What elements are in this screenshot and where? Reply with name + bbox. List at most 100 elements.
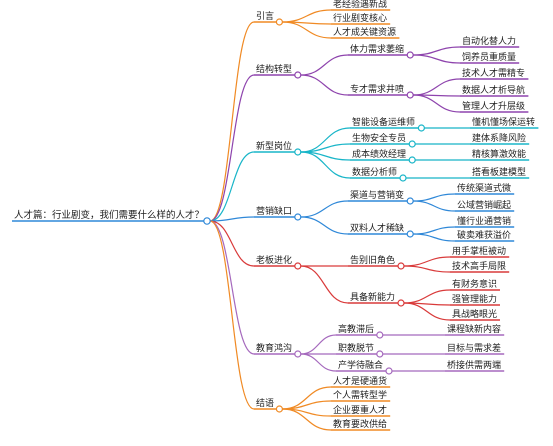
education-node-1-leaf-0[interactable]: 目标与需求差 xyxy=(447,342,501,354)
new-roles-node-0[interactable]: 智能设备运维师 xyxy=(352,116,415,128)
edge-structural-1-0 xyxy=(413,78,461,96)
edge-marketing-1-1 xyxy=(413,233,456,242)
structural-node-1-collapse-toggle[interactable] xyxy=(406,91,414,99)
boss-node-1-collapse-toggle[interactable] xyxy=(397,299,405,307)
boss-node-0-leaf-0[interactable]: 用手掌柜被动 xyxy=(452,245,506,257)
new-roles-node-2-collapse-toggle[interactable] xyxy=(408,156,416,164)
structural-node-0-leaf-1[interactable]: 饲养员重质量 xyxy=(462,51,516,63)
intro-node-1[interactable]: 行业剧变核心 xyxy=(333,12,387,24)
edge-marketing-0 xyxy=(300,200,349,218)
branch-education-collapse-toggle[interactable] xyxy=(294,350,302,358)
edge-root-intro xyxy=(209,21,255,222)
edge-marketing-1 xyxy=(300,216,349,235)
new-roles-node-2[interactable]: 成本绩效经理 xyxy=(352,148,406,160)
edge-marketing-1-0 xyxy=(413,226,456,235)
new-roles-node-3-collapse-toggle[interactable] xyxy=(399,174,407,182)
edge-conclusion-0 xyxy=(282,386,332,410)
branch-intro[interactable]: 引言 xyxy=(256,10,274,22)
new-roles-node-2-leaf-0[interactable]: 精核算激效能 xyxy=(472,148,526,160)
branch-conclusion[interactable]: 结语 xyxy=(256,397,274,409)
edge-intro-0 xyxy=(282,9,332,23)
branch-new-roles-collapse-toggle[interactable] xyxy=(294,148,302,156)
edge-education-2 xyxy=(300,353,337,372)
branch-intro-collapse-toggle[interactable] xyxy=(275,18,283,26)
edge-education-0 xyxy=(300,334,337,355)
edge-conclusion-3 xyxy=(282,408,332,431)
edge-root-conclusion xyxy=(209,220,255,410)
education-node-0-leaf-0[interactable]: 课程缺新内容 xyxy=(447,323,501,335)
new-roles-node-1-collapse-toggle[interactable] xyxy=(408,140,416,148)
branch-structural[interactable]: 结构转型 xyxy=(256,63,292,75)
boss-node-1[interactable]: 具备新能力 xyxy=(350,291,395,303)
edge-root-boss xyxy=(209,220,255,267)
marketing-node-0-leaf-1[interactable]: 公域营销崛起 xyxy=(457,199,511,211)
new-roles-node-3[interactable]: 数据分析师 xyxy=(352,166,397,178)
marketing-node-1-collapse-toggle[interactable] xyxy=(406,230,414,238)
branch-conclusion-collapse-toggle[interactable] xyxy=(275,405,283,413)
edge-structural-0-1 xyxy=(413,54,461,64)
edge-new-roles-3 xyxy=(300,151,351,179)
education-node-0-collapse-toggle[interactable] xyxy=(376,331,384,339)
new-roles-node-1-leaf-0[interactable]: 建体系降风险 xyxy=(472,132,526,144)
structural-node-0[interactable]: 体力需求萎缩 xyxy=(350,43,404,55)
boss-node-1-leaf-0[interactable]: 有财务意识 xyxy=(452,278,497,290)
edge-structural-0 xyxy=(300,54,349,76)
structural-node-1-leaf-0[interactable]: 技术人才需精专 xyxy=(462,67,525,79)
branch-education[interactable]: 教育鸿沟 xyxy=(256,342,292,354)
boss-node-0-leaf-1[interactable]: 技术高手局限 xyxy=(452,260,506,272)
new-roles-node-3-leaf-0[interactable]: 搭看板建模型 xyxy=(472,166,526,178)
branch-structural-collapse-toggle[interactable] xyxy=(294,71,302,79)
boss-node-0[interactable]: 告别旧角色 xyxy=(350,254,395,266)
root-collapse-toggle[interactable] xyxy=(203,217,211,225)
new-roles-node-0-leaf-0[interactable]: 懂机懂场保运转 xyxy=(472,116,535,128)
marketing-node-1[interactable]: 双料人才稀缺 xyxy=(350,222,404,234)
intro-node-2[interactable]: 人才成关键资源 xyxy=(333,26,396,38)
intro-node-0[interactable]: 老经验遇新战 xyxy=(333,0,387,10)
marketing-node-0-leaf-0[interactable]: 传统渠道式微 xyxy=(457,182,511,194)
root-topic[interactable]: 人才篇：行业剧变，我们需要什么样的人才？ xyxy=(14,209,204,221)
edge-root-structural xyxy=(209,74,255,222)
structural-node-1-leaf-2[interactable]: 管理人才升层级 xyxy=(462,100,525,112)
education-node-0[interactable]: 高教滞后 xyxy=(338,323,374,335)
boss-node-1-leaf-2[interactable]: 具战略眼光 xyxy=(452,308,497,320)
edge-structural-0-0 xyxy=(413,46,461,56)
edge-marketing-0-0 xyxy=(413,193,456,202)
edge-structural-1 xyxy=(300,74,349,96)
connector-layer xyxy=(209,9,470,431)
marketing-node-0[interactable]: 渠道与营销变 xyxy=(350,189,404,201)
structural-node-1-leaf-1[interactable]: 数据人才析导航 xyxy=(462,84,525,96)
branch-marketing-collapse-toggle[interactable] xyxy=(294,213,302,221)
edge-boss-1 xyxy=(300,265,349,304)
marketing-node-0-collapse-toggle[interactable] xyxy=(406,197,414,205)
marketing-node-1-leaf-0[interactable]: 懂行业通营销 xyxy=(457,215,511,227)
education-node-2-leaf-0[interactable]: 桥接供需两端 xyxy=(447,359,501,371)
conclusion-node-3[interactable]: 教育要改供给 xyxy=(333,418,387,430)
edge-root-new-roles xyxy=(209,151,255,222)
edge-boss-0-0 xyxy=(403,256,451,267)
boss-node-0-collapse-toggle[interactable] xyxy=(397,262,405,270)
boss-node-1-leaf-1[interactable]: 强管理能力 xyxy=(452,293,497,305)
node-layer: 人才篇：行业剧变，我们需要什么样的人才？ 引言 老经验遇新战行业剧变核心人才成关键资… xyxy=(12,0,539,431)
new-roles-node-0-collapse-toggle[interactable] xyxy=(417,124,425,132)
conclusion-node-0[interactable]: 人才是硬通货 xyxy=(333,375,387,387)
conclusion-node-2[interactable]: 企业要重人才 xyxy=(333,404,387,416)
edge-boss-1-0 xyxy=(403,289,451,304)
conclusion-node-1[interactable]: 个人需转型学 xyxy=(333,389,387,401)
branch-marketing[interactable]: 营销缺口 xyxy=(256,205,292,217)
new-roles-node-1[interactable]: 生物安全专员 xyxy=(352,132,406,144)
edge-root-education xyxy=(209,220,255,355)
branch-boss[interactable]: 老板进化 xyxy=(256,254,292,266)
education-node-1[interactable]: 职教脱节 xyxy=(338,342,374,354)
marketing-node-1-leaf-1[interactable]: 破卖难获溢价 xyxy=(457,229,511,241)
structural-node-1[interactable]: 专才需求井喷 xyxy=(350,83,404,95)
edge-marketing-0-1 xyxy=(413,200,456,212)
edge-intro-2 xyxy=(282,21,332,39)
education-node-2-collapse-toggle[interactable] xyxy=(385,367,393,375)
education-node-2[interactable]: 产学待融合 xyxy=(338,359,383,371)
education-node-1-collapse-toggle[interactable] xyxy=(376,350,384,358)
branch-new-roles[interactable]: 新型岗位 xyxy=(256,140,292,152)
edge-boss-1-2 xyxy=(403,302,451,321)
structural-node-0-collapse-toggle[interactable] xyxy=(406,51,414,59)
branch-boss-collapse-toggle[interactable] xyxy=(294,262,302,270)
structural-node-0-leaf-0[interactable]: 自动化替人力 xyxy=(462,35,516,47)
